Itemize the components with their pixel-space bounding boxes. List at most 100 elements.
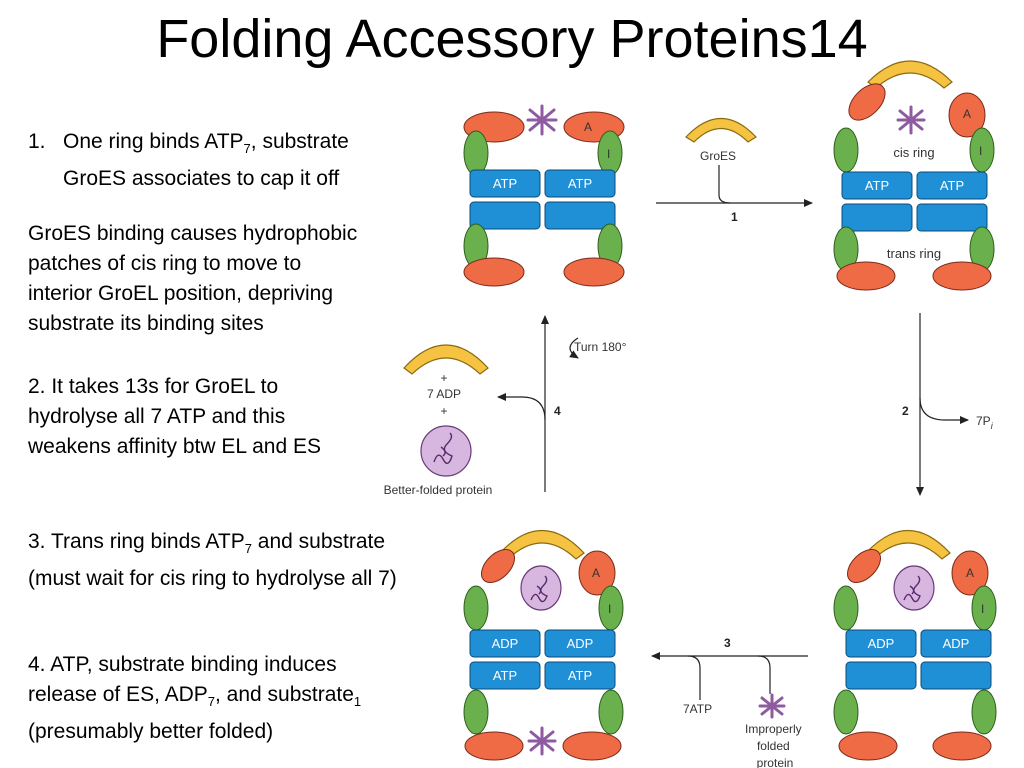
apical-domain [463,257,525,287]
equatorial-adp-right [920,629,992,658]
atp-label: ATP [940,178,964,193]
point-1: 1.One ring binds ATP7, substrate GroES a… [28,127,349,194]
intermediate-domain [833,127,859,173]
step-2-number: 2 [902,404,909,418]
apical-domain [948,92,986,138]
apical-domain [481,549,515,583]
better-folded-label: Better-folded protein [384,483,493,497]
groes-paragraph: GroES binding causes hydrophobic patches… [28,219,357,339]
apical-domain [838,731,898,761]
groes-join-curve [718,165,731,204]
intermediate-domain [833,585,859,631]
atp-label: ATP [493,176,517,191]
intermediate-label: I [608,602,611,616]
adp-label: ADP [492,636,519,651]
folding-protein-chain [903,575,921,603]
equatorial-atp-left [469,169,541,198]
point-3: 3. Trans ring binds ATP7 and substrate (… [28,527,397,594]
equatorial-bottom-left [841,203,913,232]
turn-label: Turn 180° [574,340,627,354]
seven-adp-label: 7 ADP [427,387,461,401]
apical-domain [578,550,616,596]
step-4: 4 Turn 180° + 7 ADP + Better-folded prot… [384,315,627,497]
pi-release-arrow [919,397,969,424]
point-2-line: hydrolyse all 7 ATP and this [28,405,286,428]
atp-join-curve [687,655,701,700]
point-4: 4. ATP, substrate binding induces releas… [28,650,361,747]
point-4-line-2: release of ES, ADP7, and substrate1 [28,683,362,710]
apical-domain [847,549,881,583]
paragraph-line: patches of cis ring to move to [28,252,302,275]
equatorial-atp-right [916,171,988,200]
unfolded-substrate-star [896,105,926,135]
point-4-line-1: 4. ATP, substrate binding induces [28,653,337,676]
step-2: 2 7Pi [902,313,994,496]
slide-title: Folding Accessory Proteins14 [156,9,868,69]
point-3-line-2: (must wait for cis ring to hydrolyse all… [28,567,397,591]
folding-protein-chain [530,575,548,603]
step-3: 3 7ATP Improperly folded protein [651,636,808,768]
trans-ring-label: trans ring [887,246,941,261]
equatorial-atp-left [841,171,913,200]
apical-domain [951,550,989,596]
groes-cap [499,530,585,560]
intermediate-label: I [607,147,610,161]
groes-label: GroES [700,149,736,163]
apical-label: A [592,566,600,580]
step-4-number: 4 [554,404,561,418]
atp-label: ATP [568,176,592,191]
intermediate-domain [833,689,859,735]
atp-label: ATP [568,668,592,683]
apical-domain [562,731,622,761]
apical-label: A [966,566,974,580]
point-1-line-2: GroES associates to cap it off [63,167,340,191]
plus-sign: + [440,404,447,418]
groel-state-1: A I ATP ATP [463,104,625,287]
groel-state-4: A I ADP ADP ATP ATP [463,530,624,761]
equatorial-bottom-left [845,661,917,690]
turn-arrow [569,337,579,359]
atp-label: ATP [865,178,889,193]
apical-domain [563,257,625,287]
point-1-number: 1. [28,130,46,153]
paragraph-line: GroES binding causes hydrophobic [28,222,358,245]
groel-state-3: A I ADP ADP [833,530,997,761]
adp-label: ADP [868,636,895,651]
seven-atp-label: 7ATP [683,702,712,716]
apical-domain [848,83,886,121]
groes-cap [685,117,757,143]
unfolded-substrate-star [527,726,557,756]
improperly-folded-label: Improperly folded protein [745,722,805,768]
step-1: GroES 1 [656,117,813,224]
atp-label: ATP [493,668,517,683]
apical-domain [932,731,992,761]
apical-domain [932,261,992,291]
unfolded-substrate-star [526,104,558,136]
equatorial-bottom-right [544,201,616,230]
equatorial-adp-left [469,629,541,658]
step-1-number: 1 [731,210,738,224]
point-3-line-1: 3. Trans ring binds ATP7 and substrate [28,530,386,557]
intermediate-domain [971,689,997,735]
equatorial-adp-left [845,629,917,658]
point-4-line-3: (presumably better folded) [28,720,274,744]
apical-domain [464,731,524,761]
cis-ring-label: cis ring [893,145,934,160]
equatorial-atp-right [544,661,616,690]
groes-cap [867,60,953,89]
equatorial-bottom-right [920,661,992,690]
groes-cap [865,530,951,560]
apical-domain [836,261,896,291]
plus-sign: + [440,371,447,385]
intermediate-domain [463,585,489,631]
equatorial-bottom-left [469,201,541,230]
intermediate-label: I [979,144,982,158]
step-3-number: 3 [724,636,731,650]
equatorial-bottom-right [916,203,988,232]
equatorial-atp-left [469,661,541,690]
adp-label: ADP [943,636,970,651]
released-groes-cap [403,344,489,375]
point-2-line: weakens affinity btw EL and ES [28,435,322,458]
intermediate-label: I [981,602,984,616]
